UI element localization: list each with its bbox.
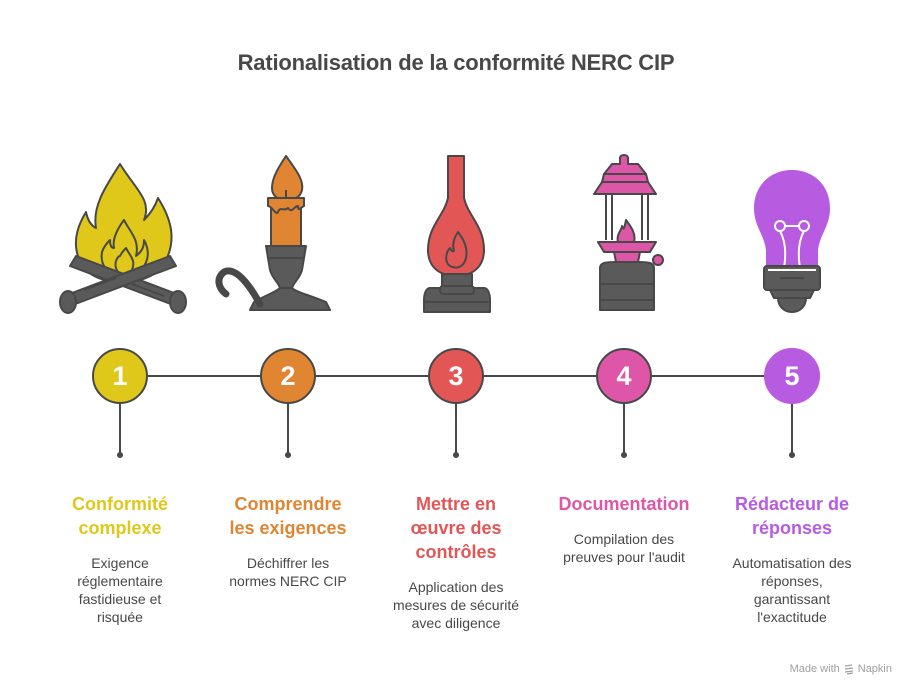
step-3-number-badge: 3	[428, 348, 484, 404]
heading-line: complexe	[78, 518, 162, 538]
step-4-number-badge: 4	[596, 348, 652, 404]
heading-line: Comprendre	[234, 494, 342, 514]
oil-lamp-icon	[423, 155, 491, 313]
heading-line: Conformité	[72, 494, 168, 514]
candle-icon	[215, 155, 331, 311]
step-5-text: Rédacteur de réponses Automatisation des…	[712, 492, 872, 626]
page-title: Rationalisation de la conformité NERC CI…	[237, 50, 675, 75]
description-line: Déchiffrer les	[246, 555, 330, 571]
napkin-logo-icon	[844, 663, 853, 675]
step-1-number-badge: 1	[92, 348, 148, 404]
napkin-brand-label: Napkin	[857, 663, 892, 675]
step-5-description: Automatisation des réponses, garantissan…	[712, 554, 872, 626]
napkin-watermark[interactable]: Made with Napkin	[790, 663, 892, 675]
heading-line: les exigences	[229, 518, 347, 538]
step-2-text: Comprendre les exigences Déchiffrer les …	[208, 492, 368, 590]
description-line: fastidieuse et	[78, 591, 162, 607]
step-dot	[789, 452, 795, 458]
description-line: Automatisation des	[732, 555, 852, 571]
step-dot	[621, 452, 627, 458]
heading-line: Rédacteur de	[734, 494, 850, 514]
step-4-heading: Documentation	[544, 492, 704, 516]
description-line: Exigence	[91, 555, 149, 571]
description-line: réglementaire	[77, 573, 163, 589]
step-2-heading: Comprendre les exigences	[208, 492, 368, 540]
step-3-text: Mettre en œuvre des contrôles Applicatio…	[376, 492, 536, 632]
timeline-connector	[484, 375, 596, 377]
heading-line: réponses	[751, 518, 833, 538]
step-3-heading: Mettre en œuvre des contrôles	[376, 492, 536, 564]
description-line: Application des	[408, 579, 504, 595]
timeline-connector	[652, 375, 764, 377]
step-stem	[455, 404, 457, 454]
step-stem	[791, 404, 793, 454]
step-1-text: Conformité complexe Exigence réglementai…	[40, 492, 200, 626]
description-line: avec diligence	[411, 615, 501, 631]
light-bulb-icon	[754, 170, 830, 313]
campfire-icon	[59, 163, 187, 314]
timeline-connector	[148, 375, 260, 377]
heading-line: contrôles	[415, 542, 497, 562]
step-1-description: Exigence réglementaire fastidieuse et ri…	[40, 554, 200, 626]
description-line: réponses,	[761, 573, 823, 589]
made-with-label: Made with	[789, 663, 840, 675]
timeline-connector	[316, 375, 428, 377]
lantern-icon	[593, 154, 664, 311]
step-4-text: Documentation Compilation des preuves po…	[544, 492, 704, 566]
description-line: garantissant	[753, 591, 831, 607]
step-stem	[287, 404, 289, 454]
description-line: preuves pour l'audit	[563, 549, 685, 565]
step-dot	[117, 452, 123, 458]
step-dot	[285, 452, 291, 458]
step-2-description: Déchiffrer les normes NERC CIP	[208, 554, 368, 590]
description-line: l'exactitude	[757, 609, 827, 625]
step-5-number-badge: 5	[764, 348, 820, 404]
heading-line: Mettre en	[415, 494, 496, 514]
description-line: risquée	[97, 609, 143, 625]
step-1-heading: Conformité complexe	[40, 492, 200, 540]
step-stem	[623, 404, 625, 454]
step-2-number-badge: 2	[260, 348, 316, 404]
description-line: Compilation des	[573, 531, 675, 547]
step-3-description: Application des mesures de sécurité avec…	[376, 578, 536, 632]
description-line: mesures de sécurité	[392, 597, 520, 613]
step-stem	[119, 404, 121, 454]
description-line: normes NERC CIP	[229, 573, 347, 589]
step-dot	[453, 452, 459, 458]
heading-line: œuvre des	[410, 518, 502, 538]
heading-line: Documentation	[558, 494, 690, 514]
step-4-description: Compilation des preuves pour l'audit	[544, 530, 704, 566]
step-5-heading: Rédacteur de réponses	[712, 492, 872, 540]
